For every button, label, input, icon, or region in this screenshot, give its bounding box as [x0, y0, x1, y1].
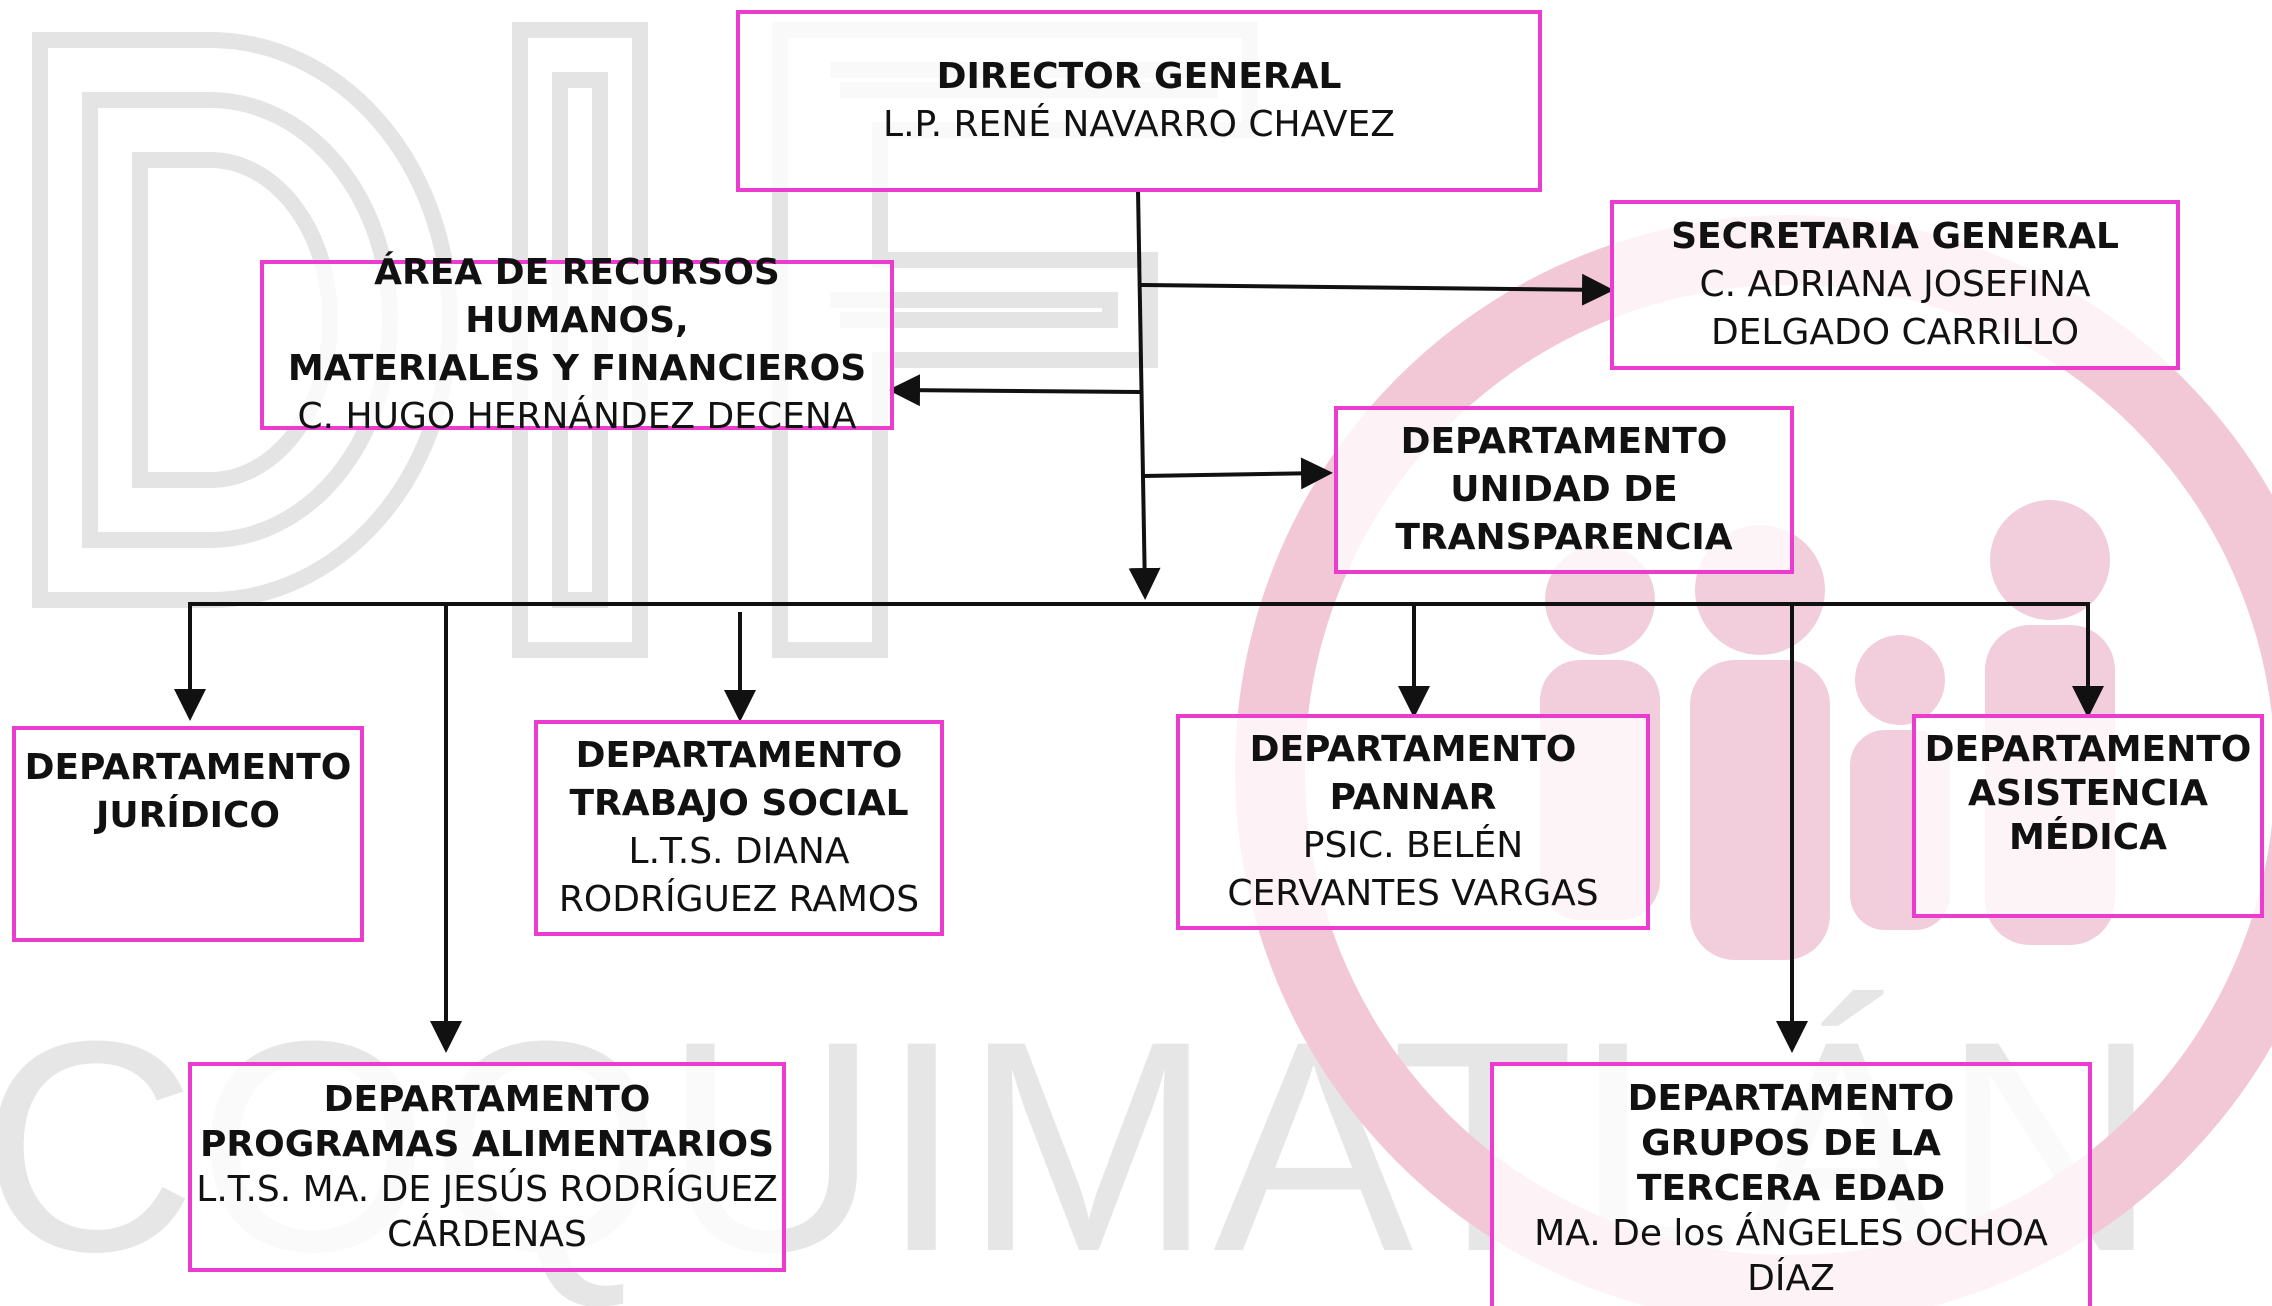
trabajo-social-name-line-2: RODRÍGUEZ RAMOS — [558, 879, 920, 920]
tercera-edad-name-line-2: DÍAZ — [1747, 1258, 1835, 1299]
tercera-edad-name-line-1: MA. De los ÁNGELES OCHOA — [1534, 1213, 2048, 1254]
programas-alimentarios-box: DEPARTAMENTO PROGRAMAS ALIMENTARIOS L.T.… — [188, 1062, 786, 1272]
asistencia-title-line-3: MÉDICA — [2009, 817, 2167, 858]
trunk-line — [1128, 189, 1161, 600]
director-general-box: DIRECTOR GENERAL L.P. RENÉ NAVARRO CHAVE… — [736, 10, 1542, 192]
trabajo-social-name-line-1: L.T.S. DIANA — [628, 831, 850, 872]
tercera-edad-box: DEPARTAMENTO GRUPOS DE LA TERCERA EDAD M… — [1490, 1062, 2092, 1306]
arrow-to-secretaria — [1139, 273, 1614, 306]
director-name: L.P. RENÉ NAVARRO CHAVEZ — [883, 104, 1395, 145]
transparencia-box: DEPARTAMENTO UNIDAD DE TRANSPARENCIA — [1334, 406, 1794, 574]
secretaria-general-box: SECRETARIA GENERAL C. ADRIANA JOSEFINA D… — [1610, 200, 2180, 370]
transparencia-title-line-1: DEPARTAMENTO — [1400, 421, 1728, 462]
asistencia-title-line-1: DEPARTAMENTO — [1924, 729, 2252, 770]
director-title: DIRECTOR GENERAL — [936, 56, 1342, 97]
alimentarios-name-line-1: L.T.S. MA. DE JESÚS RODRÍGUEZ — [196, 1169, 778, 1210]
pannar-title-line-2: PANNAR — [1329, 777, 1497, 818]
trabajo-social-title-line-1: DEPARTAMENTO — [575, 735, 903, 776]
alimentarios-title-line-2: PROGRAMAS ALIMENTARIOS — [200, 1124, 774, 1165]
tercera-edad-title-line-2: GRUPOS DE LA — [1641, 1123, 1941, 1164]
alimentarios-name-line-2: CÁRDENAS — [387, 1214, 587, 1255]
alimentarios-title-line-1: DEPARTAMENTO — [323, 1079, 651, 1120]
recursos-title-line-2: MATERIALES Y FINANCIEROS — [287, 348, 867, 389]
asistencia-title-line-2: ASISTENCIA — [1967, 773, 2209, 814]
pannar-box: DEPARTAMENTO PANNAR PSIC. BELÉN CERVANTE… — [1176, 714, 1650, 930]
secretaria-title: SECRETARIA GENERAL — [1671, 216, 2119, 257]
trabajo-social-title-line-2: TRABAJO SOCIAL — [569, 783, 909, 824]
recursos-name: C. HUGO HERNÁNDEZ DECENA — [297, 396, 857, 437]
trabajo-social-box: DEPARTAMENTO TRABAJO SOCIAL L.T.S. DIANA… — [534, 720, 944, 936]
juridico-box: DEPARTAMENTO JURÍDICO — [12, 726, 364, 942]
secretaria-name-line-2: DELGADO CARRILLO — [1710, 312, 2080, 353]
asistencia-medica-box: DEPARTAMENTO ASISTENCIA MÉDICA — [1912, 714, 2264, 918]
transparencia-title-line-3: TRANSPARENCIA — [1395, 517, 1733, 558]
recursos-title-line-1: ÁREA DE RECURSOS HUMANOS, — [374, 252, 780, 341]
arrow-to-recursos — [888, 374, 1141, 407]
pannar-name-line-1: PSIC. BELÉN — [1302, 825, 1524, 866]
secretaria-name-line-1: C. ADRIANA JOSEFINA — [1699, 264, 2091, 305]
tercera-edad-title-line-1: DEPARTAMENTO — [1627, 1078, 1955, 1119]
juridico-title-line-2: JURÍDICO — [95, 795, 281, 836]
recursos-box: ÁREA DE RECURSOS HUMANOS, MATERIALES Y F… — [260, 252, 894, 437]
juridico-title-line-1: DEPARTAMENTO — [24, 747, 352, 788]
arrow-to-transparencia — [1142, 457, 1333, 490]
transparencia-title-line-2: UNIDAD DE — [1450, 469, 1678, 510]
pannar-title-line-1: DEPARTAMENTO — [1249, 729, 1577, 770]
tercera-edad-title-line-3: TERCERA EDAD — [1636, 1168, 1946, 1209]
pannar-name-line-2: CERVANTES VARGAS — [1227, 873, 1599, 914]
